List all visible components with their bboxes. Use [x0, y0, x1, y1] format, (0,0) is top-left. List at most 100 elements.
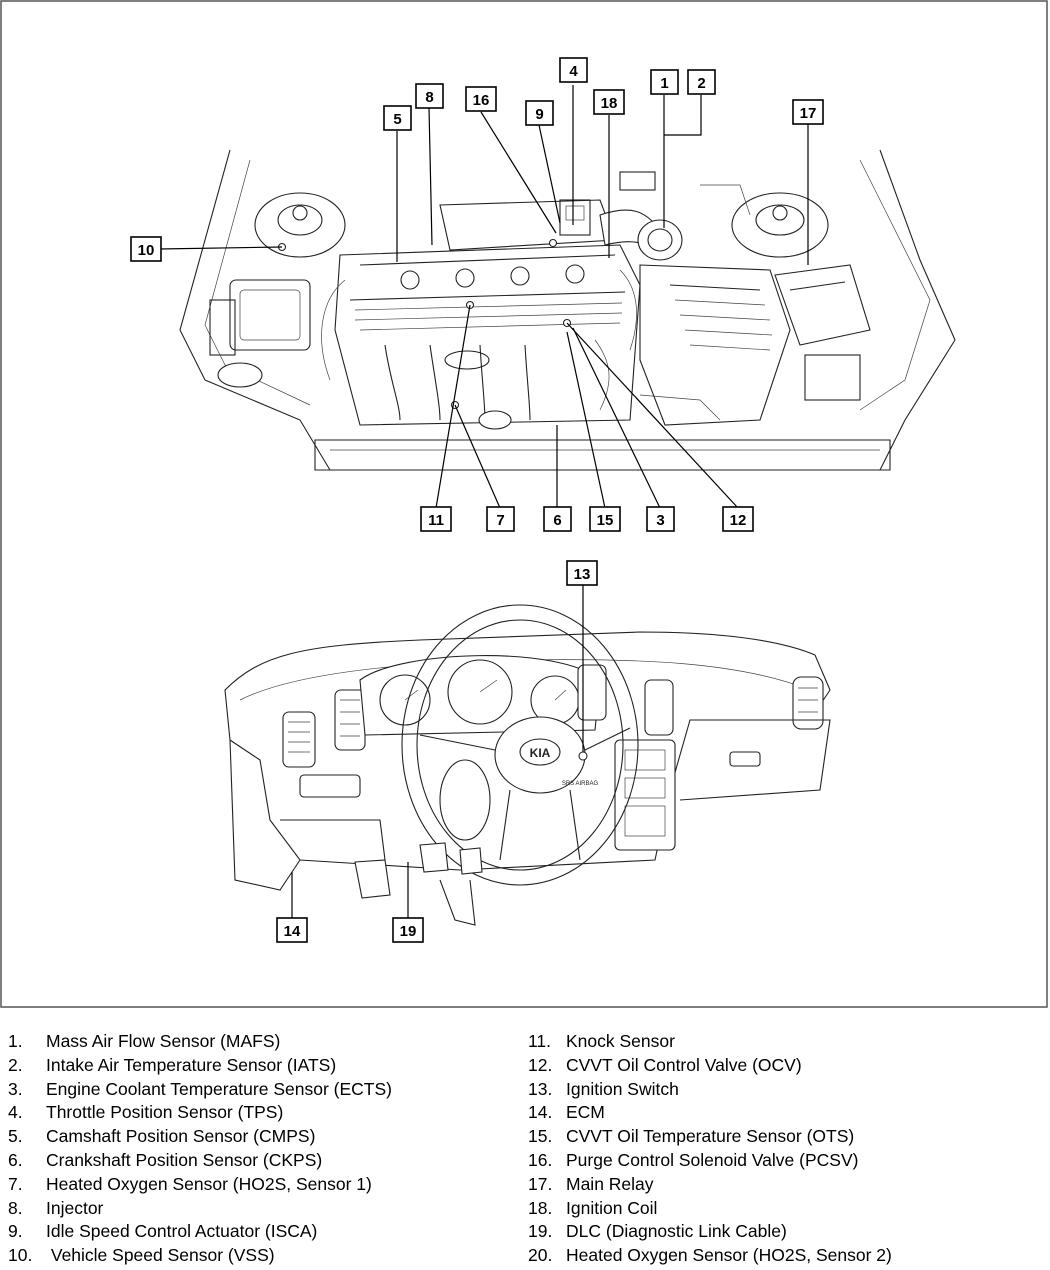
leader-lines: [158, 85, 809, 918]
legend-number: 12.: [528, 1054, 553, 1075]
legend-item: 5. Camshaft Position Sensor (CMPS): [8, 1125, 508, 1149]
svg-text:14: 14: [284, 923, 301, 940]
legend-text: Main Relay: [566, 1173, 654, 1194]
legend-number: 18.: [528, 1197, 553, 1218]
legend-item: 4. Throttle Position Sensor (TPS): [8, 1101, 508, 1125]
legend-text: Injector: [46, 1197, 104, 1218]
callout-15: 15: [589, 506, 621, 532]
callout-6: 6: [543, 506, 572, 532]
legend-number: 10.: [8, 1245, 33, 1266]
legend-number: 8.: [8, 1197, 23, 1218]
callout-19: 19: [392, 917, 424, 943]
legend-number: 6.: [8, 1149, 23, 1170]
svg-text:15: 15: [597, 512, 614, 529]
legend-column-right: 11. Knock Sensor 12. CVVT Oil Control Valv…: [528, 1030, 1043, 1268]
callout-2: 2: [687, 69, 716, 95]
legend-text: Intake Air Temperature Sensor (IATS): [46, 1054, 337, 1075]
legend-text: Ignition Switch: [566, 1078, 679, 1099]
svg-text:9: 9: [535, 106, 543, 123]
legend-number: 16.: [528, 1149, 553, 1170]
legend-number: 9.: [8, 1221, 23, 1242]
legend-number: 4.: [8, 1102, 23, 1123]
svg-text:6: 6: [553, 512, 561, 529]
airbag-marking: SRS AIRBAG: [562, 781, 599, 787]
svg-text:17: 17: [800, 105, 817, 122]
engine-bay-illustration: [179, 149, 956, 471]
legend-item: 10. Vehicle Speed Sensor (VSS): [8, 1244, 508, 1268]
legend-item: 3. Engine Coolant Temperature Sensor (ECT…: [8, 1078, 508, 1102]
legend-text: Engine Coolant Temperature Sensor (ECTS): [46, 1078, 392, 1099]
legend-item: 9. Idle Speed Control Actuator (ISCA): [8, 1220, 508, 1244]
legend-item: 15. CVVT Oil Temperature Sensor (OTS): [528, 1125, 1043, 1149]
legend-item: 7.Heated Oxygen Sensor (HO2S, Sensor 1): [8, 1173, 508, 1197]
legend-item: 13. Ignition Switch: [528, 1078, 1043, 1102]
svg-text:7: 7: [496, 512, 504, 529]
legend-number: 5.: [8, 1126, 23, 1147]
callout-9: 9: [525, 100, 554, 126]
callout-12: 12: [722, 506, 754, 532]
legend-text: Vehicle Speed Sensor (VSS): [46, 1245, 275, 1266]
legend-number: 11.: [528, 1031, 552, 1051]
callout-8: 8: [415, 83, 444, 109]
legend-item: 18. Ignition Coil: [528, 1197, 1043, 1221]
legend-item: 19.DLC (Diagnostic Link Cable): [528, 1220, 1043, 1244]
callout-13: 13: [566, 560, 598, 586]
legend-item: 20. Heated Oxygen Sensor (HO2S, Sensor 2): [528, 1244, 1043, 1268]
svg-text:18: 18: [601, 95, 618, 112]
steering-wheel-logo: KIA: [530, 746, 551, 760]
legend-text: Knock Sensor: [566, 1031, 675, 1051]
legend-item: 1. Mass Air Flow Sensor (MAFS): [8, 1030, 508, 1054]
dashboard-illustration: KIA SRS AIRBAG: [224, 604, 831, 926]
callout-7: 7: [486, 506, 515, 532]
legend-text: Crankshaft Position Sensor (CKPS): [46, 1149, 323, 1170]
legend-item: 6. Crankshaft Position Sensor (CKPS): [8, 1149, 508, 1173]
legend-text: ECM: [566, 1102, 605, 1123]
callout-3: 3: [646, 506, 675, 532]
svg-text:4: 4: [569, 63, 578, 80]
legend-text: Mass Air Flow Sensor (MAFS): [46, 1031, 281, 1051]
svg-text:3: 3: [656, 512, 664, 529]
svg-text:12: 12: [730, 512, 747, 529]
legend-item: 8. Injector: [8, 1197, 508, 1221]
legend-text: Throttle Position Sensor (TPS): [46, 1102, 284, 1123]
legend-text: Ignition Coil: [566, 1197, 658, 1218]
legend-text: Purge Control Solenoid Valve (PCSV): [566, 1149, 859, 1170]
legend-number: 13.: [528, 1078, 553, 1099]
legend-text: Heated Oxygen Sensor (HO2S, Sensor 2): [566, 1245, 892, 1266]
legend-number: 7.: [8, 1173, 23, 1194]
svg-text:16: 16: [473, 92, 490, 109]
legend-item: 2. Intake Air Temperature Sensor (IATS): [8, 1054, 508, 1078]
svg-text:1: 1: [660, 75, 668, 92]
legend-item: 14. ECM: [528, 1101, 1043, 1125]
svg-text:10: 10: [138, 242, 155, 259]
svg-text:2: 2: [697, 75, 705, 92]
svg-text:5: 5: [393, 111, 401, 128]
legend-item: 12. CVVT Oil Control Valve (OCV): [528, 1054, 1043, 1078]
figure-frame: [0, 0, 1048, 1008]
svg-text:13: 13: [574, 566, 591, 583]
legend-number: 2.: [8, 1054, 23, 1075]
legend-number: 20.: [528, 1245, 553, 1266]
legend-item: 16. Purge Control Solenoid Valve (PCSV): [528, 1149, 1043, 1173]
callout-1: 1: [650, 69, 679, 95]
legend-text: Camshaft Position Sensor (CMPS): [46, 1126, 316, 1147]
legend-column-left: 1. Mass Air Flow Sensor (MAFS) 2. Intake A…: [8, 1030, 508, 1268]
callout-10: 10: [130, 236, 162, 262]
callout-11: 11: [420, 506, 452, 532]
legend-item: 17. Main Relay: [528, 1173, 1043, 1197]
legend-number: 14.: [528, 1102, 553, 1123]
svg-text:11: 11: [428, 512, 444, 529]
legend-number: 17.: [528, 1173, 553, 1194]
legend-text: CVVT Oil Control Valve (OCV): [566, 1054, 802, 1075]
legend-number: 3.: [8, 1078, 23, 1099]
legend-number: 1.: [8, 1031, 23, 1051]
callout-16: 16: [465, 86, 497, 112]
legend-number: 15.: [528, 1126, 553, 1147]
legend-text: CVVT Oil Temperature Sensor (OTS): [566, 1126, 855, 1147]
legend-text: Idle Speed Control Actuator (ISCA): [46, 1221, 318, 1242]
callout-5: 5: [383, 105, 412, 131]
callout-4: 4: [559, 57, 588, 83]
callout-18: 18: [593, 89, 625, 115]
legend-item: 11. Knock Sensor: [528, 1030, 1043, 1054]
callout-14: 14: [276, 917, 308, 943]
